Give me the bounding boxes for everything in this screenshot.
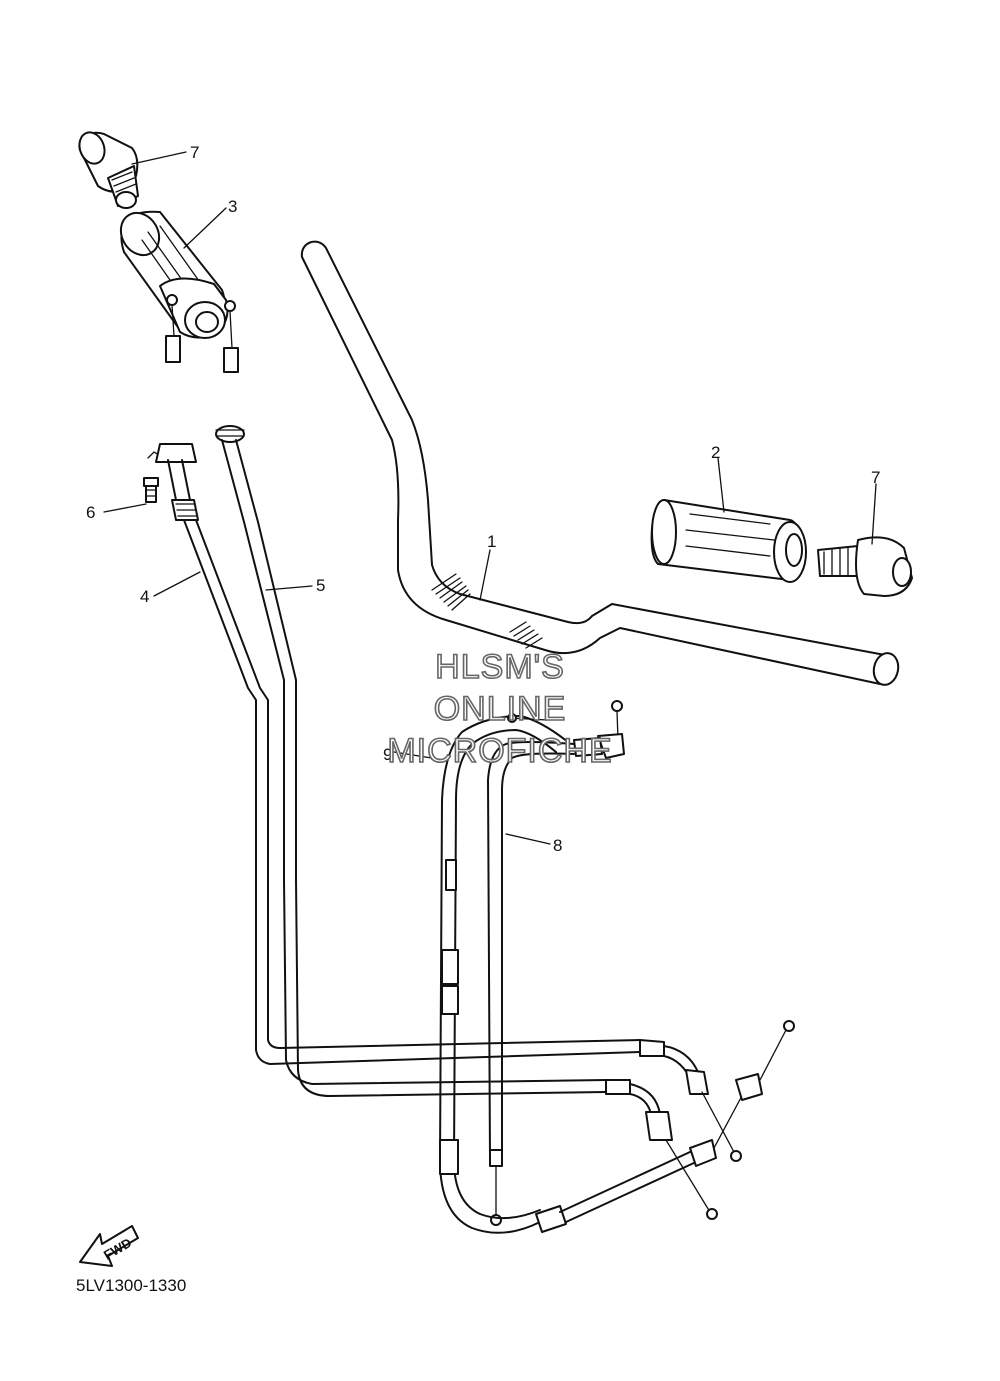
part-code: 5LV1300-1330 — [76, 1276, 186, 1295]
callout-7-upper: 7 — [190, 143, 199, 162]
watermark: HLSM'S ONLINE MICROFICHE — [387, 647, 613, 771]
watermark-line-1: HLSM'S — [435, 648, 565, 686]
callout-1: 1 — [487, 532, 496, 551]
callout-2: 2 — [711, 443, 720, 462]
handlebar-knurl-right — [509, 621, 543, 649]
callout-3: 3 — [228, 197, 237, 216]
clutch-cable — [439, 700, 795, 1234]
callout-9: 9 — [383, 745, 392, 764]
handlebar-knurl-left — [431, 573, 471, 611]
watermark-line-2: ONLINE — [434, 690, 567, 728]
callout-5: 5 — [316, 576, 325, 595]
grip-right — [650, 499, 807, 583]
callout-8: 8 — [553, 836, 562, 855]
watermark-line-3: MICROFICHE — [387, 732, 612, 770]
throttle-grip-left — [119, 210, 229, 339]
bar-end-weight-lower — [817, 536, 913, 597]
throttle-cable-1 — [155, 294, 742, 1162]
callout-leaders — [103, 151, 877, 845]
throttle-cable-2 — [215, 300, 718, 1220]
handlebar — [300, 240, 900, 686]
callout-6: 6 — [86, 503, 95, 522]
callout-4: 4 — [140, 587, 149, 606]
bar-end-weight-upper — [78, 131, 139, 209]
callout-7-lower: 7 — [871, 468, 880, 487]
fwd-arrow-icon: FWD — [79, 1225, 139, 1267]
screw — [143, 451, 169, 503]
